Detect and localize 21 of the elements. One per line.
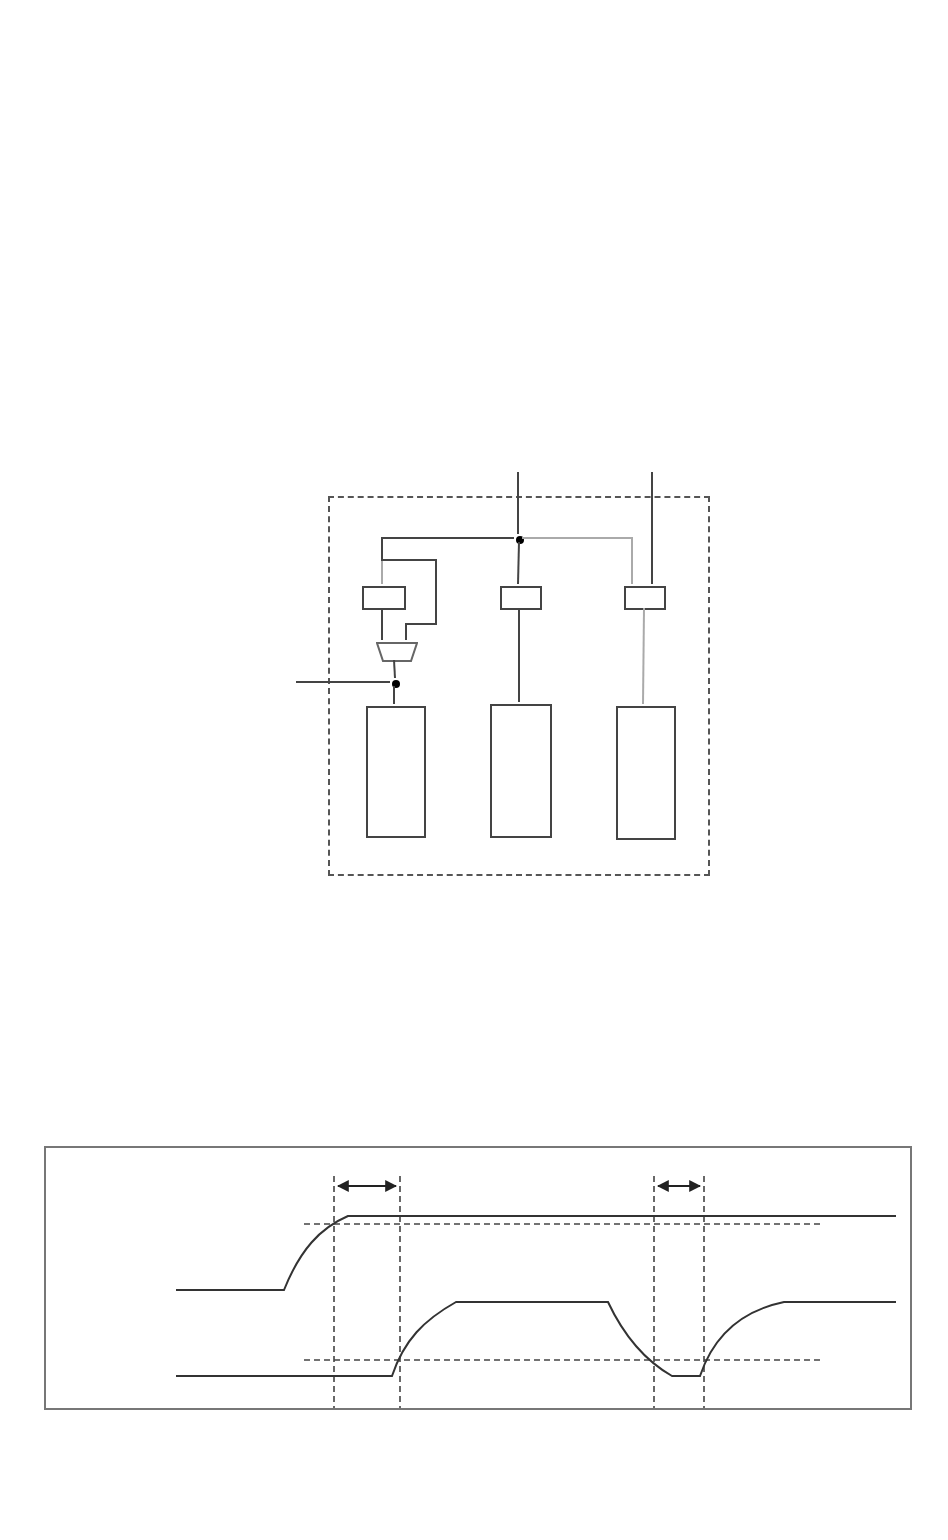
block-box xyxy=(490,704,552,838)
connector-line xyxy=(651,471,653,585)
multiplexer-trapezoid xyxy=(376,642,418,662)
connector-line xyxy=(295,681,391,683)
connector-line xyxy=(521,537,633,585)
connector-line xyxy=(642,607,645,705)
dashed-enclosure xyxy=(328,496,710,876)
block-box xyxy=(616,706,676,840)
junction-dot xyxy=(392,680,400,688)
connector-line xyxy=(517,541,520,585)
connector-line xyxy=(393,685,395,705)
connector-line xyxy=(393,659,396,679)
connector-line xyxy=(518,607,520,703)
junction-dot xyxy=(516,536,524,544)
connector-line xyxy=(381,607,383,641)
connector-line xyxy=(517,471,519,535)
connector-line xyxy=(381,537,515,641)
block-box xyxy=(366,706,426,838)
block-box xyxy=(624,586,666,610)
block-box xyxy=(362,586,406,610)
block-box xyxy=(500,586,542,610)
